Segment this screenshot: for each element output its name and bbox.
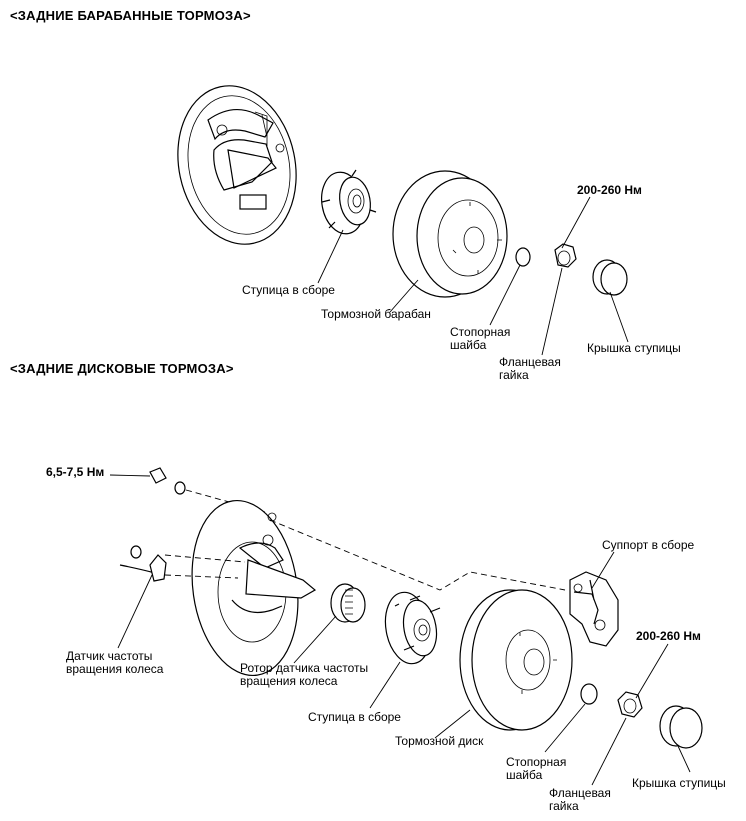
drum-section-heading: <ЗАДНИЕ БАРАБАННЫЕ ТОРМОЗА> [10, 8, 251, 23]
drum-hub-cap [592, 259, 628, 296]
disc-flange-nut-line2: гайка [549, 799, 579, 813]
drum-flange-nut [554, 243, 577, 268]
disc-hub-label: Ступица в сборе [308, 710, 401, 724]
disc-flange-nut-line1: Фланцевая [549, 786, 611, 800]
disc-lock-washer [580, 683, 598, 705]
wheel-sensor-label: Датчик частоты вращения колеса [66, 650, 163, 676]
wheel-sensor-line1: Датчик частоты [66, 649, 153, 663]
disc-hub-cap [659, 705, 703, 749]
sensor-rotor-line1: Ротор датчика частоты [240, 661, 369, 675]
brake-disc-label: Тормозной диск [395, 734, 484, 748]
leader-drum-hub [317, 229, 344, 284]
brake-drum [392, 170, 508, 298]
drum-hub-assembly [321, 169, 377, 235]
drum-flange-nut-label: Фланцевая гайка [499, 356, 561, 382]
drum-flange-nut-line1: Фланцевая [499, 355, 561, 369]
disc-lock-washer-line2: шайба [506, 768, 543, 782]
disc-flange-nut [617, 691, 643, 718]
drum-hub-cap-label: Крышка ступицы [587, 341, 681, 355]
caliper-label: Суппорт в сборе [602, 538, 695, 552]
sensor-rotor-label: Ротор датчика частоты вращения колеса [240, 662, 368, 688]
leader-disc-cap [677, 745, 691, 773]
drum-lock-washer-label: Стопорная шайба [450, 326, 510, 352]
leader-disc [434, 709, 471, 739]
drum-backing-plate [177, 85, 297, 245]
disc-lock-washer-line1: Стопорная [506, 755, 567, 769]
drum-lock-washer-line2: шайба [450, 338, 487, 352]
disc-lock-washer-label: Стопорная шайба [506, 756, 566, 782]
axis-centre-line [269, 519, 566, 591]
caliper-assembly [569, 571, 619, 647]
drum-flange-nut-line2: гайка [499, 368, 529, 382]
leader-disc-washer [544, 703, 586, 753]
disc-torque-label: 200-260 Нм [636, 629, 701, 643]
sensor-rotor-line2: вращения колеса [240, 674, 338, 688]
disc-flange-nut-label: Фланцевая гайка [549, 787, 611, 813]
leader-drum-washer [489, 264, 521, 326]
leader-wheel-sensor [117, 574, 153, 649]
disc-backing-plate [191, 499, 317, 677]
brake-disc [459, 589, 573, 731]
sensor-rotor [330, 583, 366, 623]
leader-sensor-rotor [293, 615, 337, 664]
sensor-torque-label: 6,5-7,5 Нм [46, 465, 105, 479]
bolt-axis-line [185, 489, 266, 513]
disc-hub-cap-label: Крышка ступицы [632, 776, 726, 790]
disc-section-heading: <ЗАДНИЕ ДИСКОВЫЕ ТОРМОЗА> [10, 361, 234, 376]
disc-hub-assembly [384, 591, 441, 665]
drum-lock-washer-line1: Стопорная [450, 325, 511, 339]
leader-drum [389, 279, 419, 313]
leader-drum-cap [609, 291, 629, 343]
brake-drum-label: Тормозной барабан [321, 307, 431, 321]
leader-caliper [591, 551, 615, 589]
sensor-bolt [149, 467, 186, 495]
drum-torque-label: 200-260 Нм [577, 183, 642, 197]
leader-disc-nut [591, 717, 627, 786]
leader-sensor-torque [109, 474, 151, 477]
leader-disc-hub [369, 661, 401, 709]
leader-disc-torque [635, 643, 669, 699]
leader-drum-nut [541, 267, 563, 356]
drum-lock-washer [515, 247, 531, 267]
wheel-speed-sensor [119, 545, 246, 582]
leader-drum-torque [561, 196, 591, 249]
drum-hub-label: Ступица в сборе [242, 283, 335, 297]
wheel-sensor-line2: вращения колеса [66, 662, 164, 676]
